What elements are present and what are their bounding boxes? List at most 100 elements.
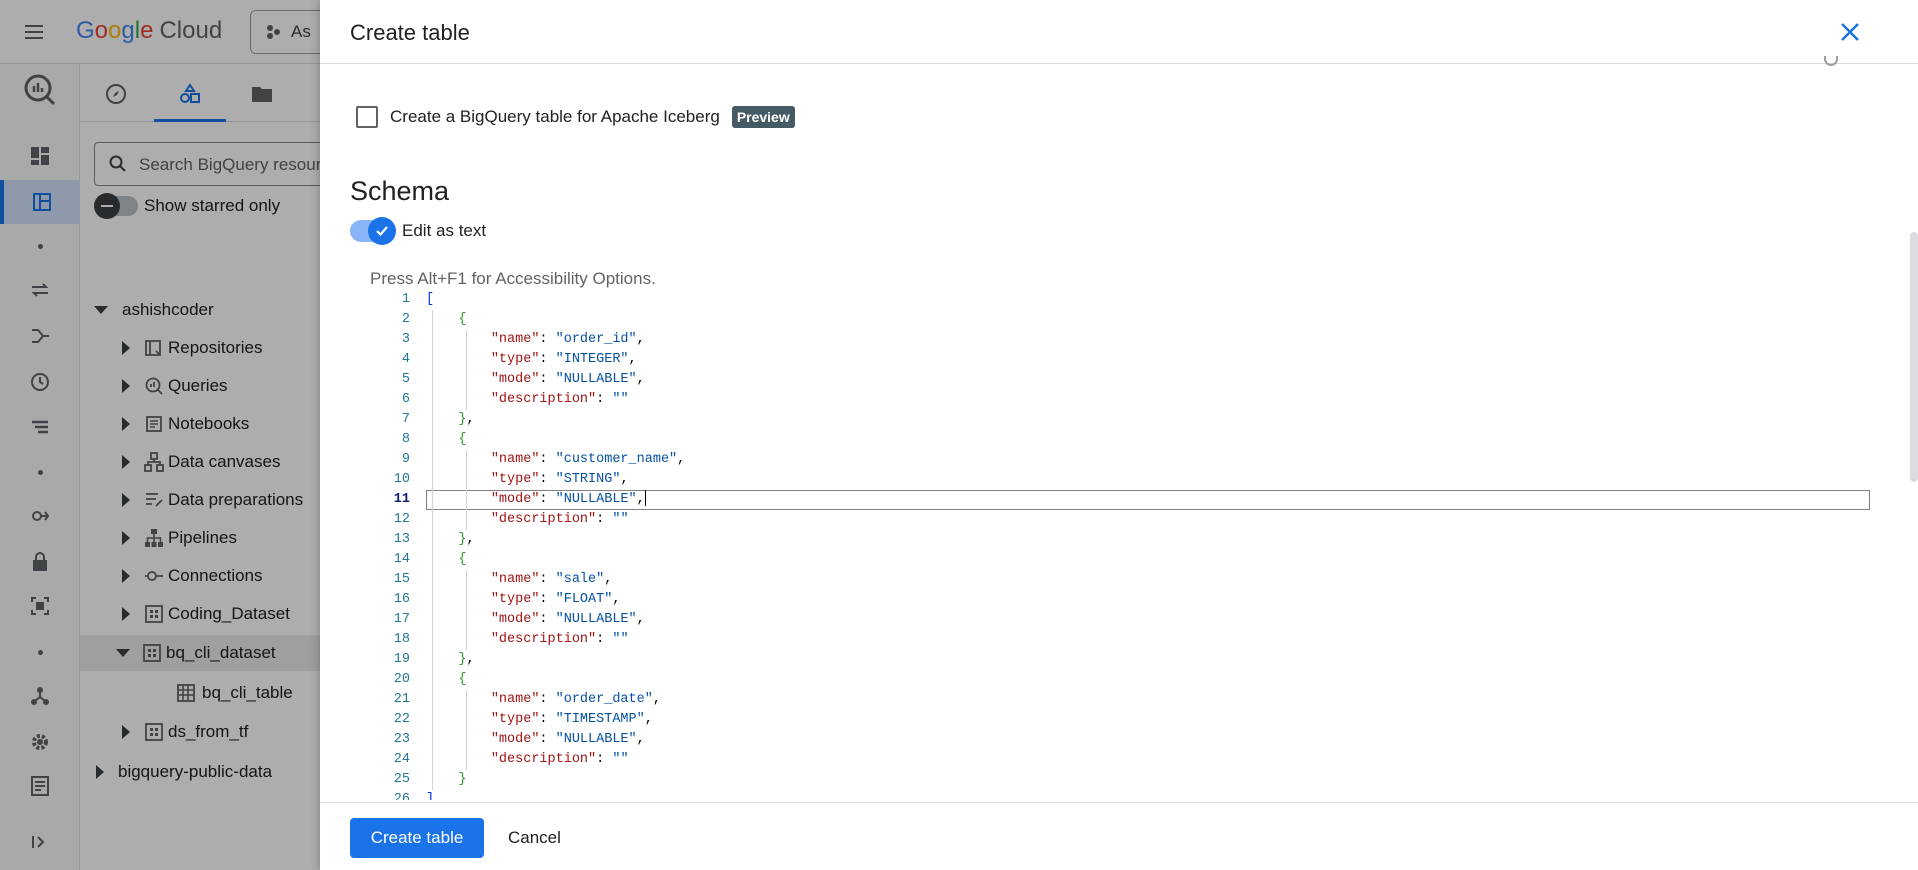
line-number: 20 [393,672,410,687]
line-number: 18 [393,632,410,647]
line-number: 2 [401,312,410,327]
expand-rail-icon[interactable] [0,820,80,864]
chevron-right-icon[interactable] [122,531,130,545]
explorer-shapes-icon[interactable] [178,82,202,106]
line-number: 7 [401,412,410,427]
rail-studio-icon[interactable] [0,180,80,224]
tree-label: Data canvases [168,452,281,471]
tree-item-project[interactable]: ashishcoder [80,292,320,328]
indent-guide [466,690,467,770]
line-number: 17 [393,612,410,627]
rail-partner-icon[interactable] [0,674,80,718]
indent-guide [432,310,433,790]
menu-icon[interactable] [22,20,46,44]
create-table-panel: Create table Create a BigQuery table for… [320,0,1918,870]
tree-item-public-data[interactable]: bigquery-public-data [80,754,320,790]
tree-item-bq-cli-table[interactable]: bq_cli_table [80,675,320,711]
code-line: "mode": "NULLABLE", [490,612,645,627]
rail-release-notes-icon[interactable] [0,764,80,808]
search-icon [109,155,126,172]
chevron-right-icon[interactable] [122,493,130,507]
dataset-icon [142,643,162,663]
indent-guide [466,330,467,410]
tree-item-pipelines[interactable]: Pipelines [80,520,320,556]
code-line: "name": "sale", [490,572,613,587]
rail-pipelines-icon[interactable] [0,314,80,358]
dataset-icon [144,722,164,742]
code-line: "name": "order_id", [490,332,645,347]
rail-dot-icon [0,224,80,268]
chevron-right-icon[interactable] [122,341,130,355]
preview-badge: Preview [731,106,795,128]
line-number: 3 [401,332,410,347]
chevron-right-icon[interactable] [122,379,130,393]
bigquery-product-icon[interactable] [0,68,80,112]
line-number: 10 [393,472,410,487]
tree-item-data-preparations[interactable]: Data preparations [80,482,320,518]
chevron-right-icon[interactable] [122,569,130,583]
chevron-right-icon[interactable] [122,417,130,431]
line-number: 13 [393,532,410,547]
tree-item-data-canvases[interactable]: Data canvases [80,444,320,480]
rail-overview-icon[interactable] [0,134,80,178]
panel-scrollbar[interactable] [1910,232,1918,482]
chevron-down-icon[interactable] [94,306,108,314]
code-line: { [458,312,467,327]
line-number: 22 [393,712,410,727]
code-line: "mode": "NULLABLE", [490,732,645,747]
line-number: 9 [401,452,410,467]
help-icon[interactable] [1824,56,1838,66]
project-picker-button[interactable]: As [250,10,340,54]
chevron-right-icon[interactable] [122,455,130,469]
line-number: 23 [393,732,410,747]
tree-item-coding-dataset[interactable]: Coding_Dataset [80,596,320,632]
modal-scrim[interactable] [0,0,320,870]
tree-label: Queries [168,376,228,395]
create-table-button[interactable]: Create table [350,818,484,858]
code-line: "type": "INTEGER", [490,352,637,367]
rail-capacity-icon[interactable] [0,584,80,628]
code-line: "type": "FLOAT", [490,592,621,607]
settings-icon[interactable] [0,720,80,764]
iceberg-label: Create a BigQuery table for Apache Icebe… [390,107,720,126]
code-line: [ [426,292,435,307]
rail-scheduled-icon[interactable] [0,360,80,404]
show-starred-toggle[interactable] [94,193,138,219]
explore-compass-icon[interactable] [104,82,128,106]
edit-as-text-toggle[interactable] [350,217,396,245]
search-placeholder: Search BigQuery resour [139,155,322,174]
code-line: ] [426,792,435,800]
line-number: 6 [401,392,410,407]
line-number: 1 [401,292,410,307]
line-number: 16 [393,592,410,607]
tree-item-bq-cli-dataset[interactable]: bq_cli_dataset [80,635,320,671]
tree-item-connections[interactable]: Connections [80,558,320,594]
rail-policy-icon[interactable] [0,540,80,584]
code-line: }, [458,652,475,667]
rail-jobs-icon[interactable] [0,406,80,450]
line-number: 24 [393,752,410,767]
cancel-button[interactable]: Cancel [508,828,561,847]
rail-transfers-icon[interactable] [0,268,80,312]
rail-analytics-hub-icon[interactable] [0,494,80,538]
tree-item-queries[interactable]: Queries [80,368,320,404]
iceberg-checkbox[interactable] [356,106,378,128]
show-starred-toggle-row[interactable]: Show starred only [94,192,280,220]
nav-rail [0,64,80,870]
folder-icon[interactable] [250,82,274,106]
chevron-right-icon[interactable] [122,725,130,739]
code-line: { [458,672,467,687]
line-number: 21 [393,692,410,707]
chevron-right-icon[interactable] [122,607,130,621]
tree-item-repositories[interactable]: Repositories [80,330,320,366]
show-starred-label: Show starred only [144,196,281,215]
close-icon[interactable] [1836,18,1864,46]
connection-icon [144,566,164,586]
rail-dot-icon-3 [0,630,80,674]
tree-item-ds-from-tf[interactable]: ds_from_tf [80,714,320,750]
chevron-down-icon[interactable] [116,649,130,657]
tree-item-notebooks[interactable]: Notebooks [80,406,320,442]
chevron-right-icon[interactable] [96,765,104,779]
